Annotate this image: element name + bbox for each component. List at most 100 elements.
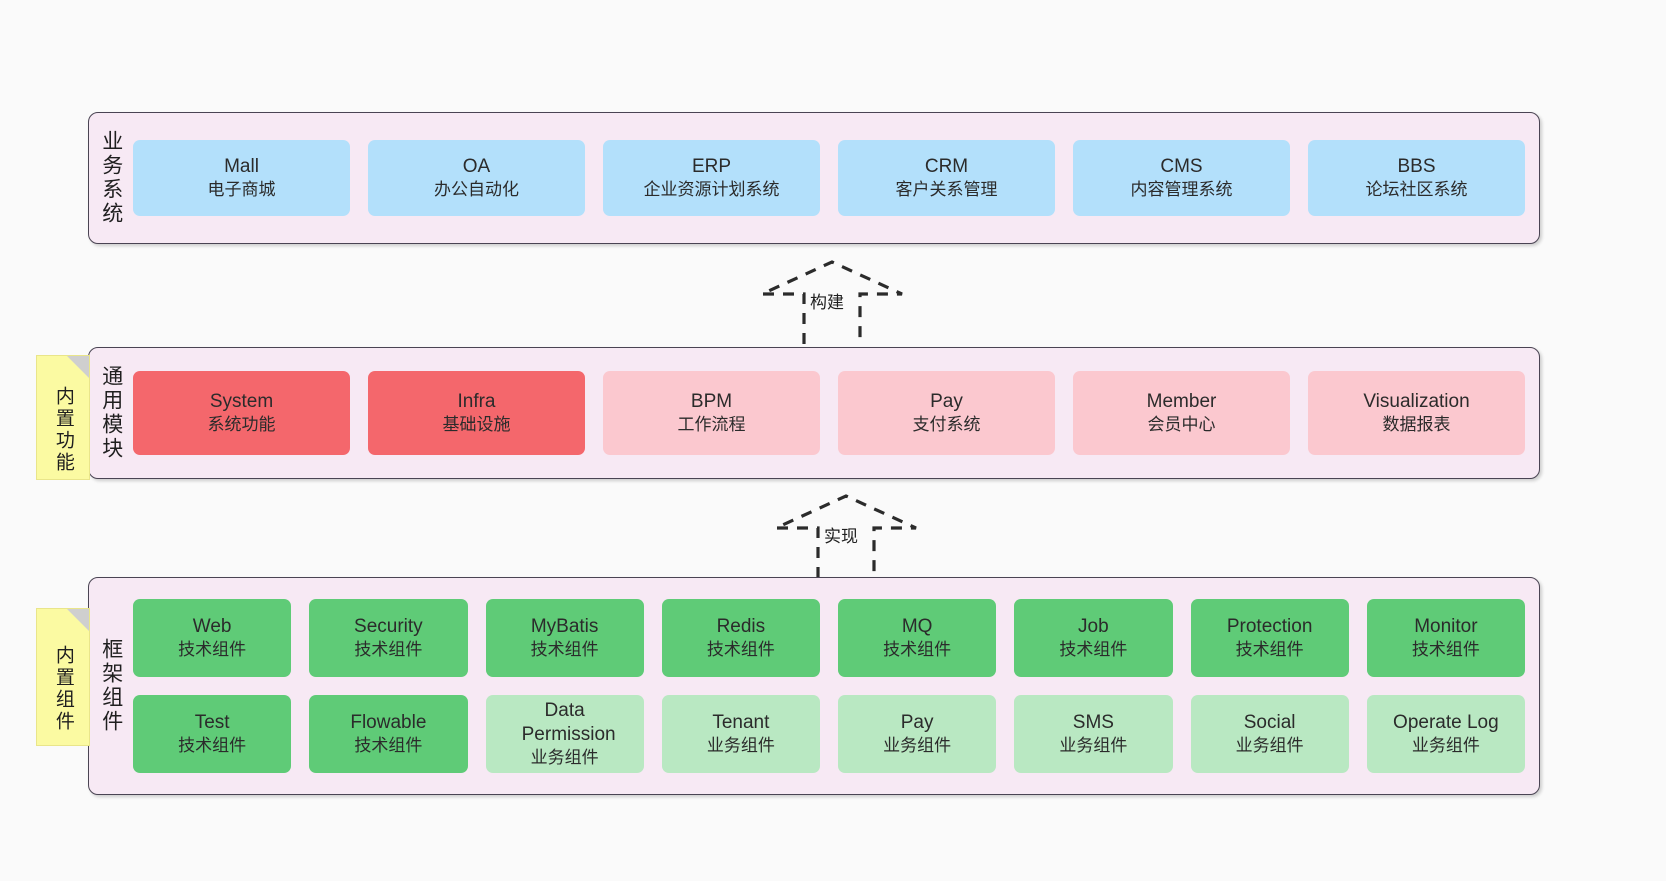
arrow-implement-icon xyxy=(775,494,917,578)
sticky-note-builtin-components: 内置组件 xyxy=(36,608,90,746)
node-title: Pay xyxy=(930,391,963,413)
node-job[interactable]: Job 技术组件 xyxy=(1014,599,1173,677)
layer-body-modules: System 系统功能 Infra 基础设施 BPM 工作流程 Pay 支付系统… xyxy=(133,348,1539,478)
arrow-implement: 实现 xyxy=(766,492,926,578)
node-crm[interactable]: CRM 客户关系管理 xyxy=(838,140,1055,216)
node-subtitle: 技术组件 xyxy=(178,640,247,660)
layer-title-modules-text: 通用模块 xyxy=(99,365,123,461)
node-title: Protection xyxy=(1226,616,1313,638)
node-title: Redis xyxy=(716,616,766,638)
node-title: System xyxy=(209,391,274,413)
layer-row: System 系统功能 Infra 基础设施 BPM 工作流程 Pay 支付系统… xyxy=(133,371,1525,455)
node-pay-module[interactable]: Pay 支付系统 xyxy=(838,371,1055,455)
node-subtitle: 内容管理系统 xyxy=(1130,180,1233,200)
node-pay-component[interactable]: Pay 业务组件 xyxy=(838,695,997,773)
node-title: SMS xyxy=(1072,712,1114,734)
node-subtitle: 电子商城 xyxy=(207,180,276,200)
node-subtitle: 支付系统 xyxy=(912,415,981,435)
node-subtitle: 技术组件 xyxy=(1235,640,1304,660)
node-oa[interactable]: OA 办公自动化 xyxy=(368,140,585,216)
layer-body-business: Mall 电子商城 OA 办公自动化 ERP 企业资源计划系统 CRM 客户关系… xyxy=(133,113,1539,243)
node-title: Security xyxy=(354,616,423,638)
node-subtitle: 业务组件 xyxy=(1059,736,1128,756)
node-title: MQ xyxy=(901,616,933,638)
layer-business-system[interactable]: 业务系统 Mall 电子商城 OA 办公自动化 ERP 企业资源计划系统 CRM xyxy=(88,112,1540,244)
node-title: BPM xyxy=(690,391,733,413)
node-title: Data Permission xyxy=(521,700,616,746)
node-data-permission[interactable]: Data Permission 业务组件 xyxy=(485,695,644,773)
node-social[interactable]: Social 业务组件 xyxy=(1190,695,1349,773)
node-subtitle: 技术组件 xyxy=(883,640,952,660)
node-subtitle: 业务组件 xyxy=(1235,736,1304,756)
node-title: Web xyxy=(192,616,232,638)
node-title: Infra xyxy=(457,391,496,413)
node-tenant[interactable]: Tenant 业务组件 xyxy=(661,695,820,773)
node-title: Monitor xyxy=(1414,616,1478,638)
node-subtitle: 技术组件 xyxy=(1059,640,1128,660)
node-title: Flowable xyxy=(350,712,427,734)
node-subtitle: 数据报表 xyxy=(1382,415,1451,435)
sticky-fold-corner xyxy=(67,609,89,631)
node-mq[interactable]: MQ 技术组件 xyxy=(838,599,997,677)
node-title: MyBatis xyxy=(530,616,599,638)
node-subtitle: 会员中心 xyxy=(1147,415,1216,435)
node-mall[interactable]: Mall 电子商城 xyxy=(133,140,350,216)
node-subtitle: 工作流程 xyxy=(677,415,746,435)
node-protection[interactable]: Protection 技术组件 xyxy=(1190,599,1349,677)
node-title: Pay xyxy=(900,712,934,734)
layer-title-modules: 通用模块 xyxy=(89,348,133,478)
node-title: Operate Log xyxy=(1393,712,1499,734)
node-infra[interactable]: Infra 基础设施 xyxy=(368,371,585,455)
node-subtitle: 企业资源计划系统 xyxy=(643,180,780,200)
node-flowable[interactable]: Flowable 技术组件 xyxy=(309,695,468,773)
layer-framework-components[interactable]: 框架组件 Web 技术组件 Security 技术组件 MyBatis 技术组件… xyxy=(88,577,1540,795)
node-bpm[interactable]: BPM 工作流程 xyxy=(603,371,820,455)
node-mybatis[interactable]: MyBatis 技术组件 xyxy=(485,599,644,677)
node-subtitle: 技术组件 xyxy=(178,736,247,756)
arrow-build-icon xyxy=(761,260,903,344)
layer-row: Mall 电子商城 OA 办公自动化 ERP 企业资源计划系统 CRM 客户关系… xyxy=(133,140,1525,216)
node-operate-log[interactable]: Operate Log 业务组件 xyxy=(1366,695,1525,773)
node-title: Member xyxy=(1146,391,1217,413)
layer-row: Web 技术组件 Security 技术组件 MyBatis 技术组件 Redi… xyxy=(133,599,1525,677)
node-security[interactable]: Security 技术组件 xyxy=(309,599,468,677)
node-subtitle: 基础设施 xyxy=(442,415,511,435)
node-title: Mall xyxy=(224,156,259,178)
node-bbs[interactable]: BBS 论坛社区系统 xyxy=(1308,140,1525,216)
node-redis[interactable]: Redis 技术组件 xyxy=(661,599,820,677)
sticky-note-text: 内置功能 xyxy=(52,385,74,474)
node-visualization[interactable]: Visualization 数据报表 xyxy=(1308,371,1525,455)
node-title: CRM xyxy=(924,156,969,178)
layer-title-framework-text: 框架组件 xyxy=(99,638,123,734)
node-subtitle: 办公自动化 xyxy=(434,180,519,200)
node-member[interactable]: Member 会员中心 xyxy=(1073,371,1290,455)
node-subtitle: 业务组件 xyxy=(1411,736,1480,756)
node-title: Social xyxy=(1243,712,1296,734)
node-title: Visualization xyxy=(1363,391,1470,413)
sticky-note-text: 内置组件 xyxy=(52,645,74,733)
node-subtitle: 技术组件 xyxy=(354,640,423,660)
layer-title-business-text: 业务系统 xyxy=(99,130,123,226)
sticky-fold-corner xyxy=(67,356,89,378)
node-cms[interactable]: CMS 内容管理系统 xyxy=(1073,140,1290,216)
node-sms[interactable]: SMS 业务组件 xyxy=(1014,695,1173,773)
node-web[interactable]: Web 技术组件 xyxy=(133,599,292,677)
node-erp[interactable]: ERP 企业资源计划系统 xyxy=(603,140,820,216)
layer-title-framework: 框架组件 xyxy=(89,578,133,794)
node-system[interactable]: System 系统功能 xyxy=(133,371,350,455)
node-subtitle: 技术组件 xyxy=(354,736,423,756)
node-subtitle: 业务组件 xyxy=(530,748,599,768)
layer-body-framework: Web 技术组件 Security 技术组件 MyBatis 技术组件 Redi… xyxy=(133,578,1539,794)
node-title: ERP xyxy=(691,156,732,178)
node-subtitle: 客户关系管理 xyxy=(895,180,998,200)
node-subtitle: 技术组件 xyxy=(1411,640,1480,660)
node-title: Job xyxy=(1078,616,1109,638)
layer-common-modules[interactable]: 通用模块 System 系统功能 Infra 基础设施 BPM 工作流程 Pay xyxy=(88,347,1540,479)
node-subtitle: 系统功能 xyxy=(207,415,276,435)
node-title: CMS xyxy=(1160,156,1203,178)
node-monitor[interactable]: Monitor 技术组件 xyxy=(1366,599,1525,677)
node-test[interactable]: Test 技术组件 xyxy=(133,695,292,773)
node-subtitle: 技术组件 xyxy=(706,640,775,660)
node-title: Test xyxy=(194,712,230,734)
node-title: OA xyxy=(462,156,491,178)
